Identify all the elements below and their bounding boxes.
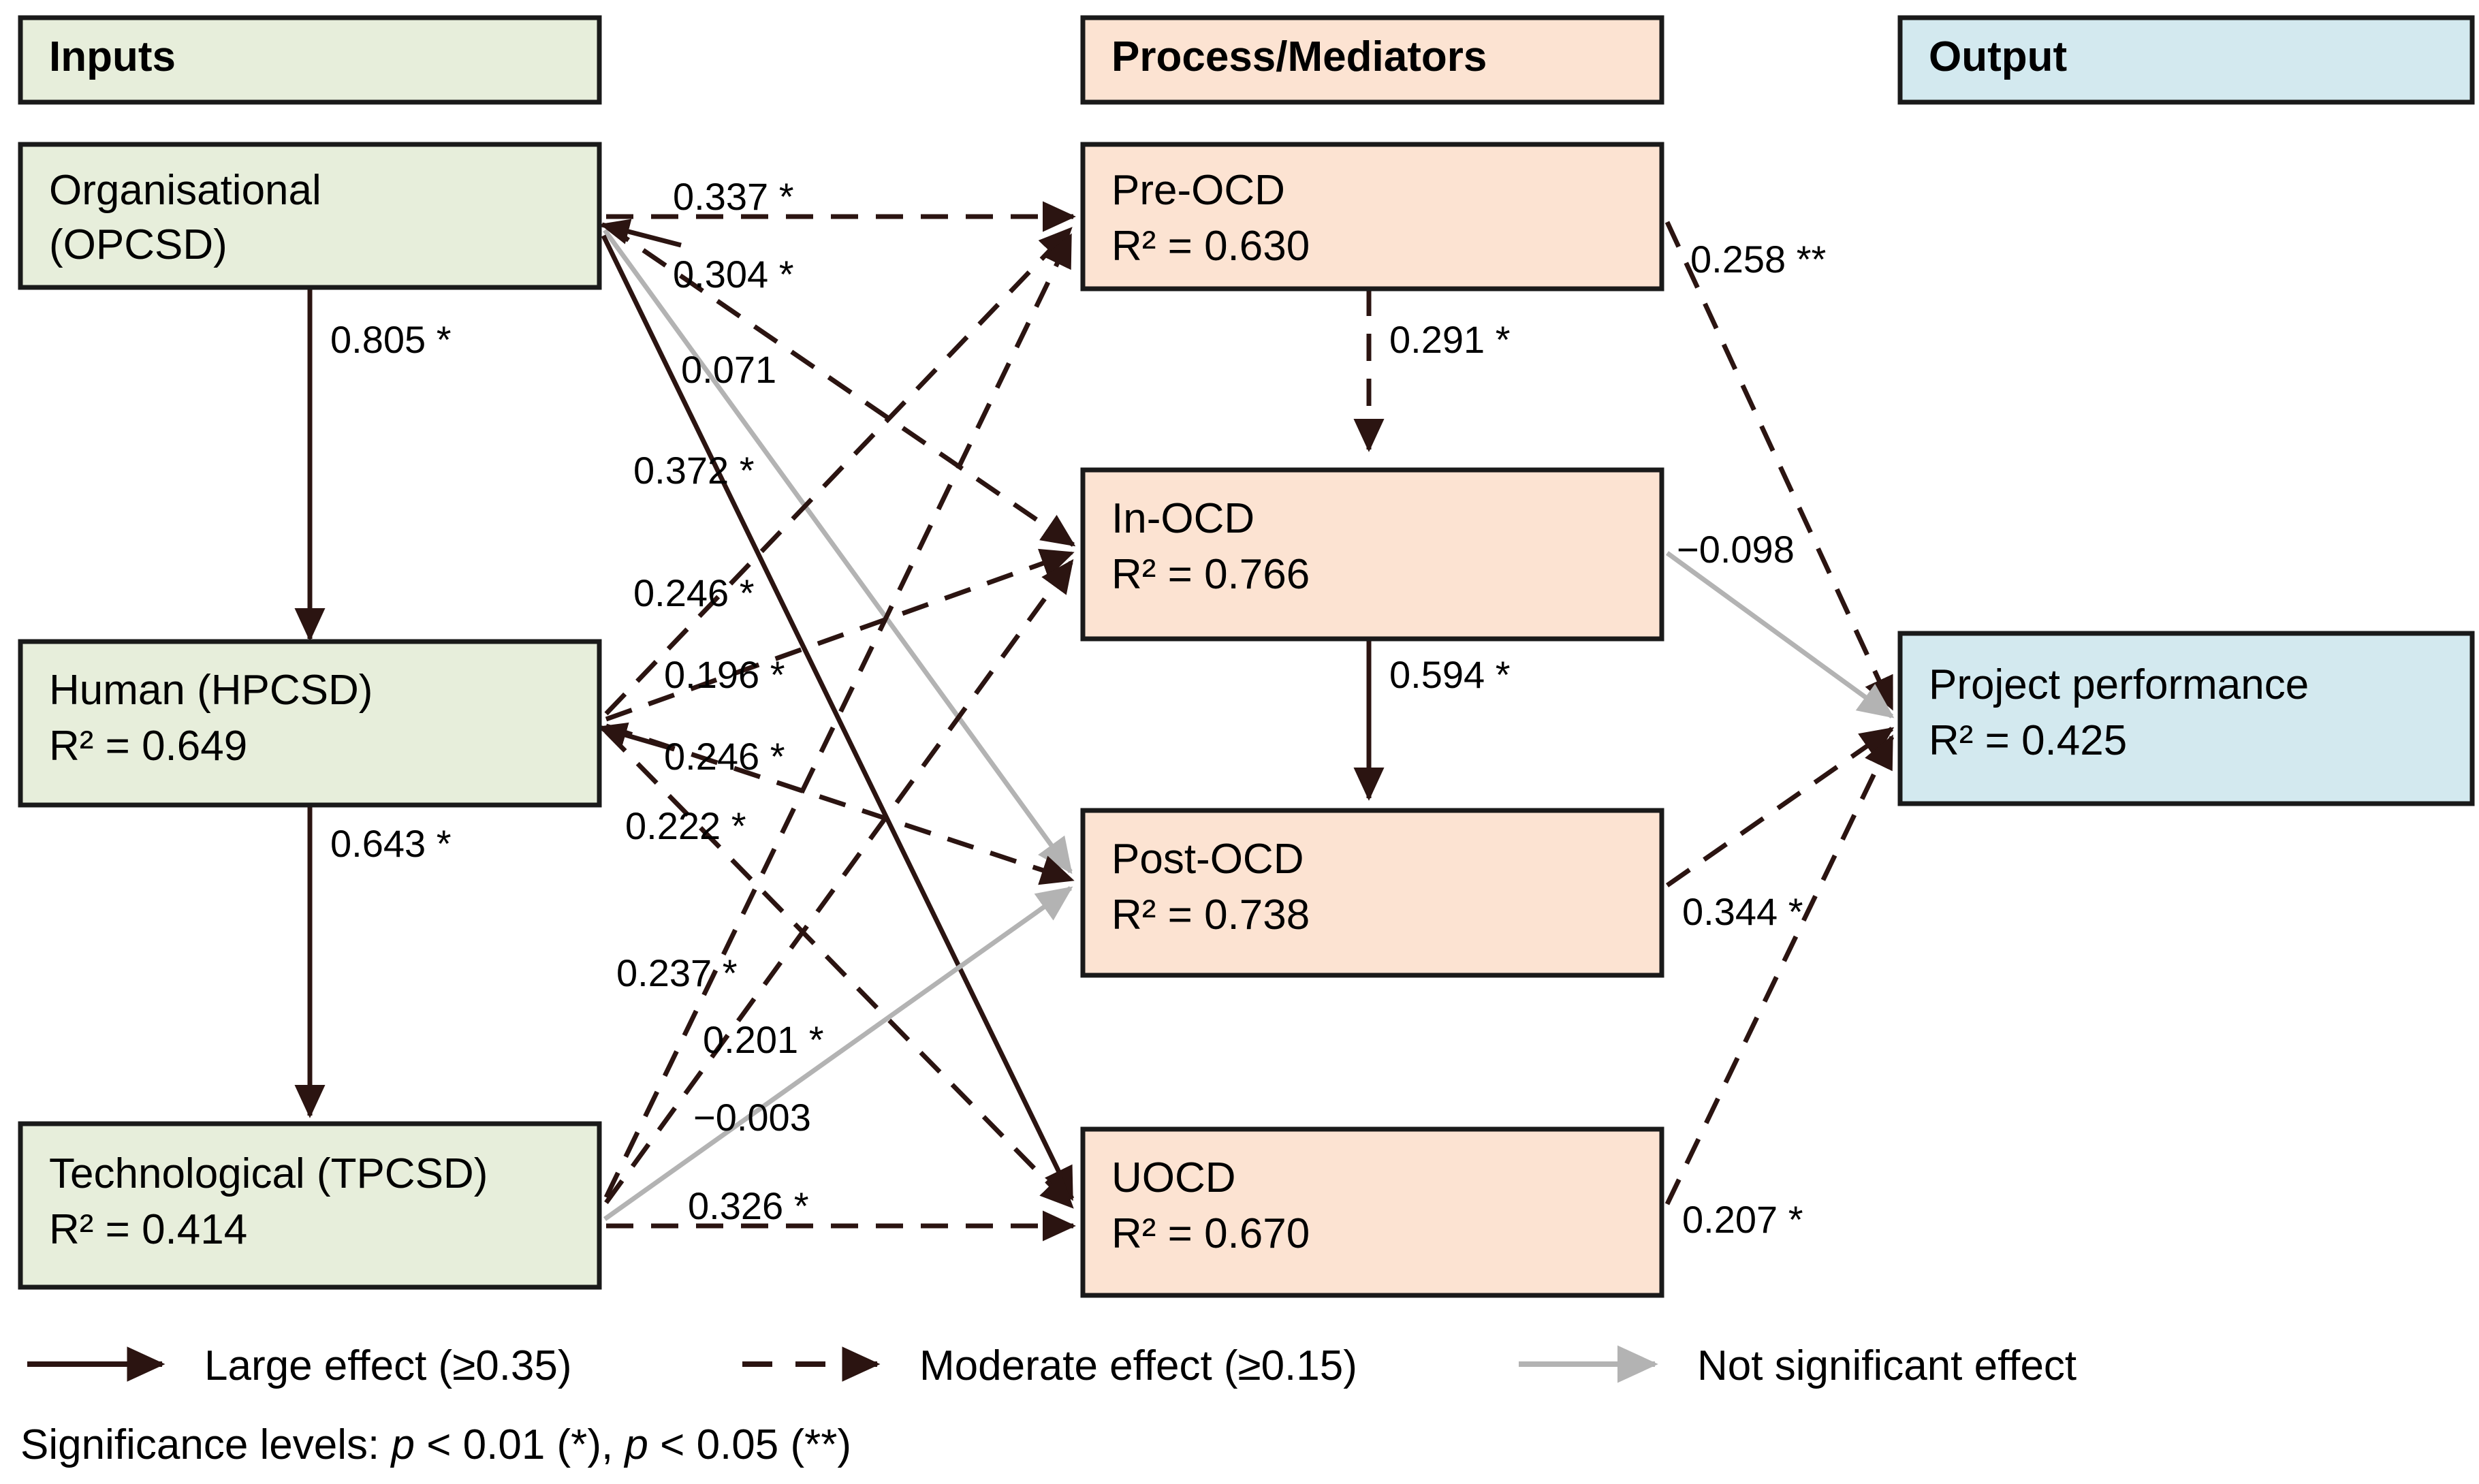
edge-label-opcsd-hpcsd: 0.805 * [330, 318, 452, 361]
header-process: Process/Mediators [1080, 15, 1664, 105]
legend-item-moderate-effect: Moderate effect (≥0.15) [742, 1342, 1357, 1389]
node-opcsd-line1: Organisational [49, 167, 321, 214]
node-hpcsd-line2: R² = 0.649 [49, 723, 247, 770]
edge-layer [294, 201, 1895, 1242]
edge-label-0222: 0.222 * [625, 804, 746, 847]
node-project-line1: Project performance [1929, 661, 2309, 708]
node-pre-ocd-line1: Pre-OCD [1111, 167, 1285, 214]
edge-hpcsd-inocd [605, 548, 1075, 722]
edge-label-0372: 0.372 * [633, 449, 755, 492]
edge-label-pre-in: 0.291 * [1389, 318, 1511, 361]
node-hpcsd[interactable]: Human (HPCSD) R² = 0.649 [18, 639, 602, 808]
edge-label-0246a: 0.246 * [633, 571, 755, 614]
edge-postocd-project [1665, 727, 1895, 887]
edge-hpcsd-preocd [604, 227, 1073, 716]
header-inputs-label: Inputs [49, 33, 176, 80]
node-post-ocd-line2: R² = 0.738 [1111, 891, 1310, 938]
edge-arrowhead-into-opcsd [599, 219, 682, 248]
edge-label-0304: 0.304 * [673, 253, 794, 296]
edge-label-uocd-project: 0.207 * [1682, 1198, 1803, 1241]
header-inputs: Inputs [18, 15, 602, 105]
significance-p1: p [390, 1421, 415, 1468]
legend-item-not-significant-effect: Not significant effect [1519, 1342, 2077, 1389]
node-tpcsd[interactable]: Technological (TPCSD) R² = 0.414 [18, 1121, 602, 1290]
edge-label-0237: 0.237 * [616, 951, 738, 994]
node-post-ocd[interactable]: Post-OCD R² = 0.738 [1080, 808, 1664, 978]
node-layer: Inputs Process/Mediators Output Organisa… [18, 15, 2475, 1298]
edge-label-hpcsd-tpcsd: 0.643 * [330, 822, 452, 865]
node-uocd-line2: R² = 0.670 [1111, 1210, 1310, 1257]
node-in-ocd-line1: In-OCD [1111, 495, 1254, 542]
edge-arrowhead-into-hpcsd [597, 722, 675, 752]
edge-label-0201: 0.201 * [703, 1018, 824, 1061]
edge-inocd-project [1665, 551, 1895, 719]
edge-label-in-project: −0.098 [1677, 528, 1795, 571]
node-in-ocd[interactable]: In-OCD R² = 0.766 [1080, 467, 1664, 642]
edge-tpcsd-postocd [603, 886, 1073, 1221]
significance-mid2: < 0.05 (**) [648, 1421, 851, 1468]
significance-p2: p [623, 1421, 648, 1468]
edge-label-0337: 0.337 * [673, 175, 794, 218]
edge-opcsd-inocd [605, 223, 1076, 547]
node-post-ocd-line1: Post-OCD [1111, 836, 1304, 883]
legend-large-label: Large effect (≥0.35) [204, 1342, 572, 1389]
header-output: Output [1897, 15, 2475, 105]
node-project-line2: R² = 0.425 [1929, 717, 2127, 764]
significance-mid1: < 0.01 (*), [415, 1421, 625, 1468]
node-opcsd-line2: (OPCSD) [49, 221, 227, 268]
legend: Large effect (≥0.35) Moderate effect (≥0… [20, 1342, 2077, 1468]
edge-label-0326: 0.326 * [688, 1184, 809, 1227]
node-pre-ocd-line2: R² = 0.630 [1111, 223, 1310, 270]
edge-opcsd-postocd [603, 228, 1073, 874]
edge-label-m0003: −0.003 [693, 1096, 811, 1139]
edge-opcsd-uocd [601, 234, 1075, 1201]
edge-hpcsd-postocd [605, 723, 1075, 885]
node-pre-ocd[interactable]: Pre-OCD R² = 0.630 [1080, 142, 1664, 291]
edge-label-0071: 0.071 [681, 348, 776, 391]
significance-prefix: Significance levels: [20, 1421, 392, 1468]
edge-label-0246b: 0.246 * [664, 735, 785, 778]
legend-item-large-effect: Large effect (≥0.35) [27, 1342, 572, 1389]
header-process-label: Process/Mediators [1111, 33, 1487, 80]
edge-label-layer: 0.805 * 0.643 * 0.337 * 0.304 * 0.071 0.… [330, 175, 1826, 1241]
legend-not-significant-label: Not significant effect [1697, 1342, 2077, 1389]
edge-label-in-post: 0.594 * [1389, 653, 1511, 696]
edge-label-0196: 0.196 * [664, 653, 785, 696]
edge-label-pre-project: 0.258 ** [1690, 238, 1826, 281]
node-uocd-line1: UOCD [1111, 1154, 1236, 1201]
node-opcsd[interactable]: Organisational (OPCSD) [18, 142, 602, 290]
node-tpcsd-line1: Technological (TPCSD) [49, 1150, 488, 1197]
edge-hpcsd-uocd [604, 729, 1074, 1209]
edge-label-post-project: 0.344 * [1682, 890, 1803, 933]
node-uocd[interactable]: UOCD R² = 0.670 [1080, 1126, 1664, 1298]
node-hpcsd-line1: Human (HPCSD) [49, 667, 373, 714]
significance-note: Significance levels: p < 0.01 (*), p < 0… [20, 1421, 851, 1468]
legend-moderate-label: Moderate effect (≥0.15) [919, 1342, 1357, 1389]
node-in-ocd-line2: R² = 0.766 [1111, 551, 1310, 598]
header-output-label: Output [1929, 33, 2067, 80]
node-project-performance[interactable]: Project performance R² = 0.425 [1897, 631, 2475, 806]
node-tpcsd-line2: R² = 0.414 [49, 1206, 247, 1253]
